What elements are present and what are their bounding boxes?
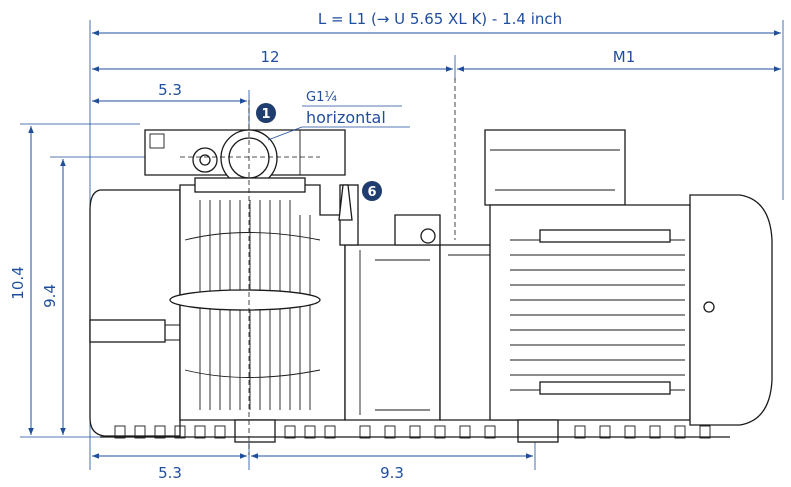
dim-height-total: 10.4 bbox=[9, 266, 27, 299]
dim-foot-left: 5.3 bbox=[158, 464, 182, 482]
dim-motor-length: M1 bbox=[613, 48, 636, 66]
dimension-lines bbox=[20, 20, 784, 470]
pump-body bbox=[89, 78, 773, 455]
inlet-thread: G1¼ bbox=[306, 90, 337, 105]
dim-pump-length: 12 bbox=[260, 48, 279, 66]
dim-height-inner: 9.4 bbox=[41, 284, 59, 308]
dimension-labels: L = L1 (→ U 5.65 XL K) - 1.4 inch 12 M1 … bbox=[9, 10, 635, 482]
dim-inlet-offset: 5.3 bbox=[158, 81, 182, 99]
inlet-number-badge bbox=[256, 103, 276, 123]
inlet-number: 1 bbox=[261, 107, 270, 122]
callout-part-6: 6 bbox=[362, 181, 382, 201]
dim-overall-length: L = L1 (→ U 5.65 XL K) - 1.4 inch bbox=[318, 10, 562, 28]
dim-foot-span: 9.3 bbox=[380, 464, 404, 482]
callout-inlet: 1 G1¼ horizontal bbox=[256, 90, 410, 141]
inlet-orientation: horizontal bbox=[306, 108, 386, 127]
part6-number: 6 bbox=[367, 185, 376, 200]
part6-number-badge bbox=[362, 181, 382, 201]
